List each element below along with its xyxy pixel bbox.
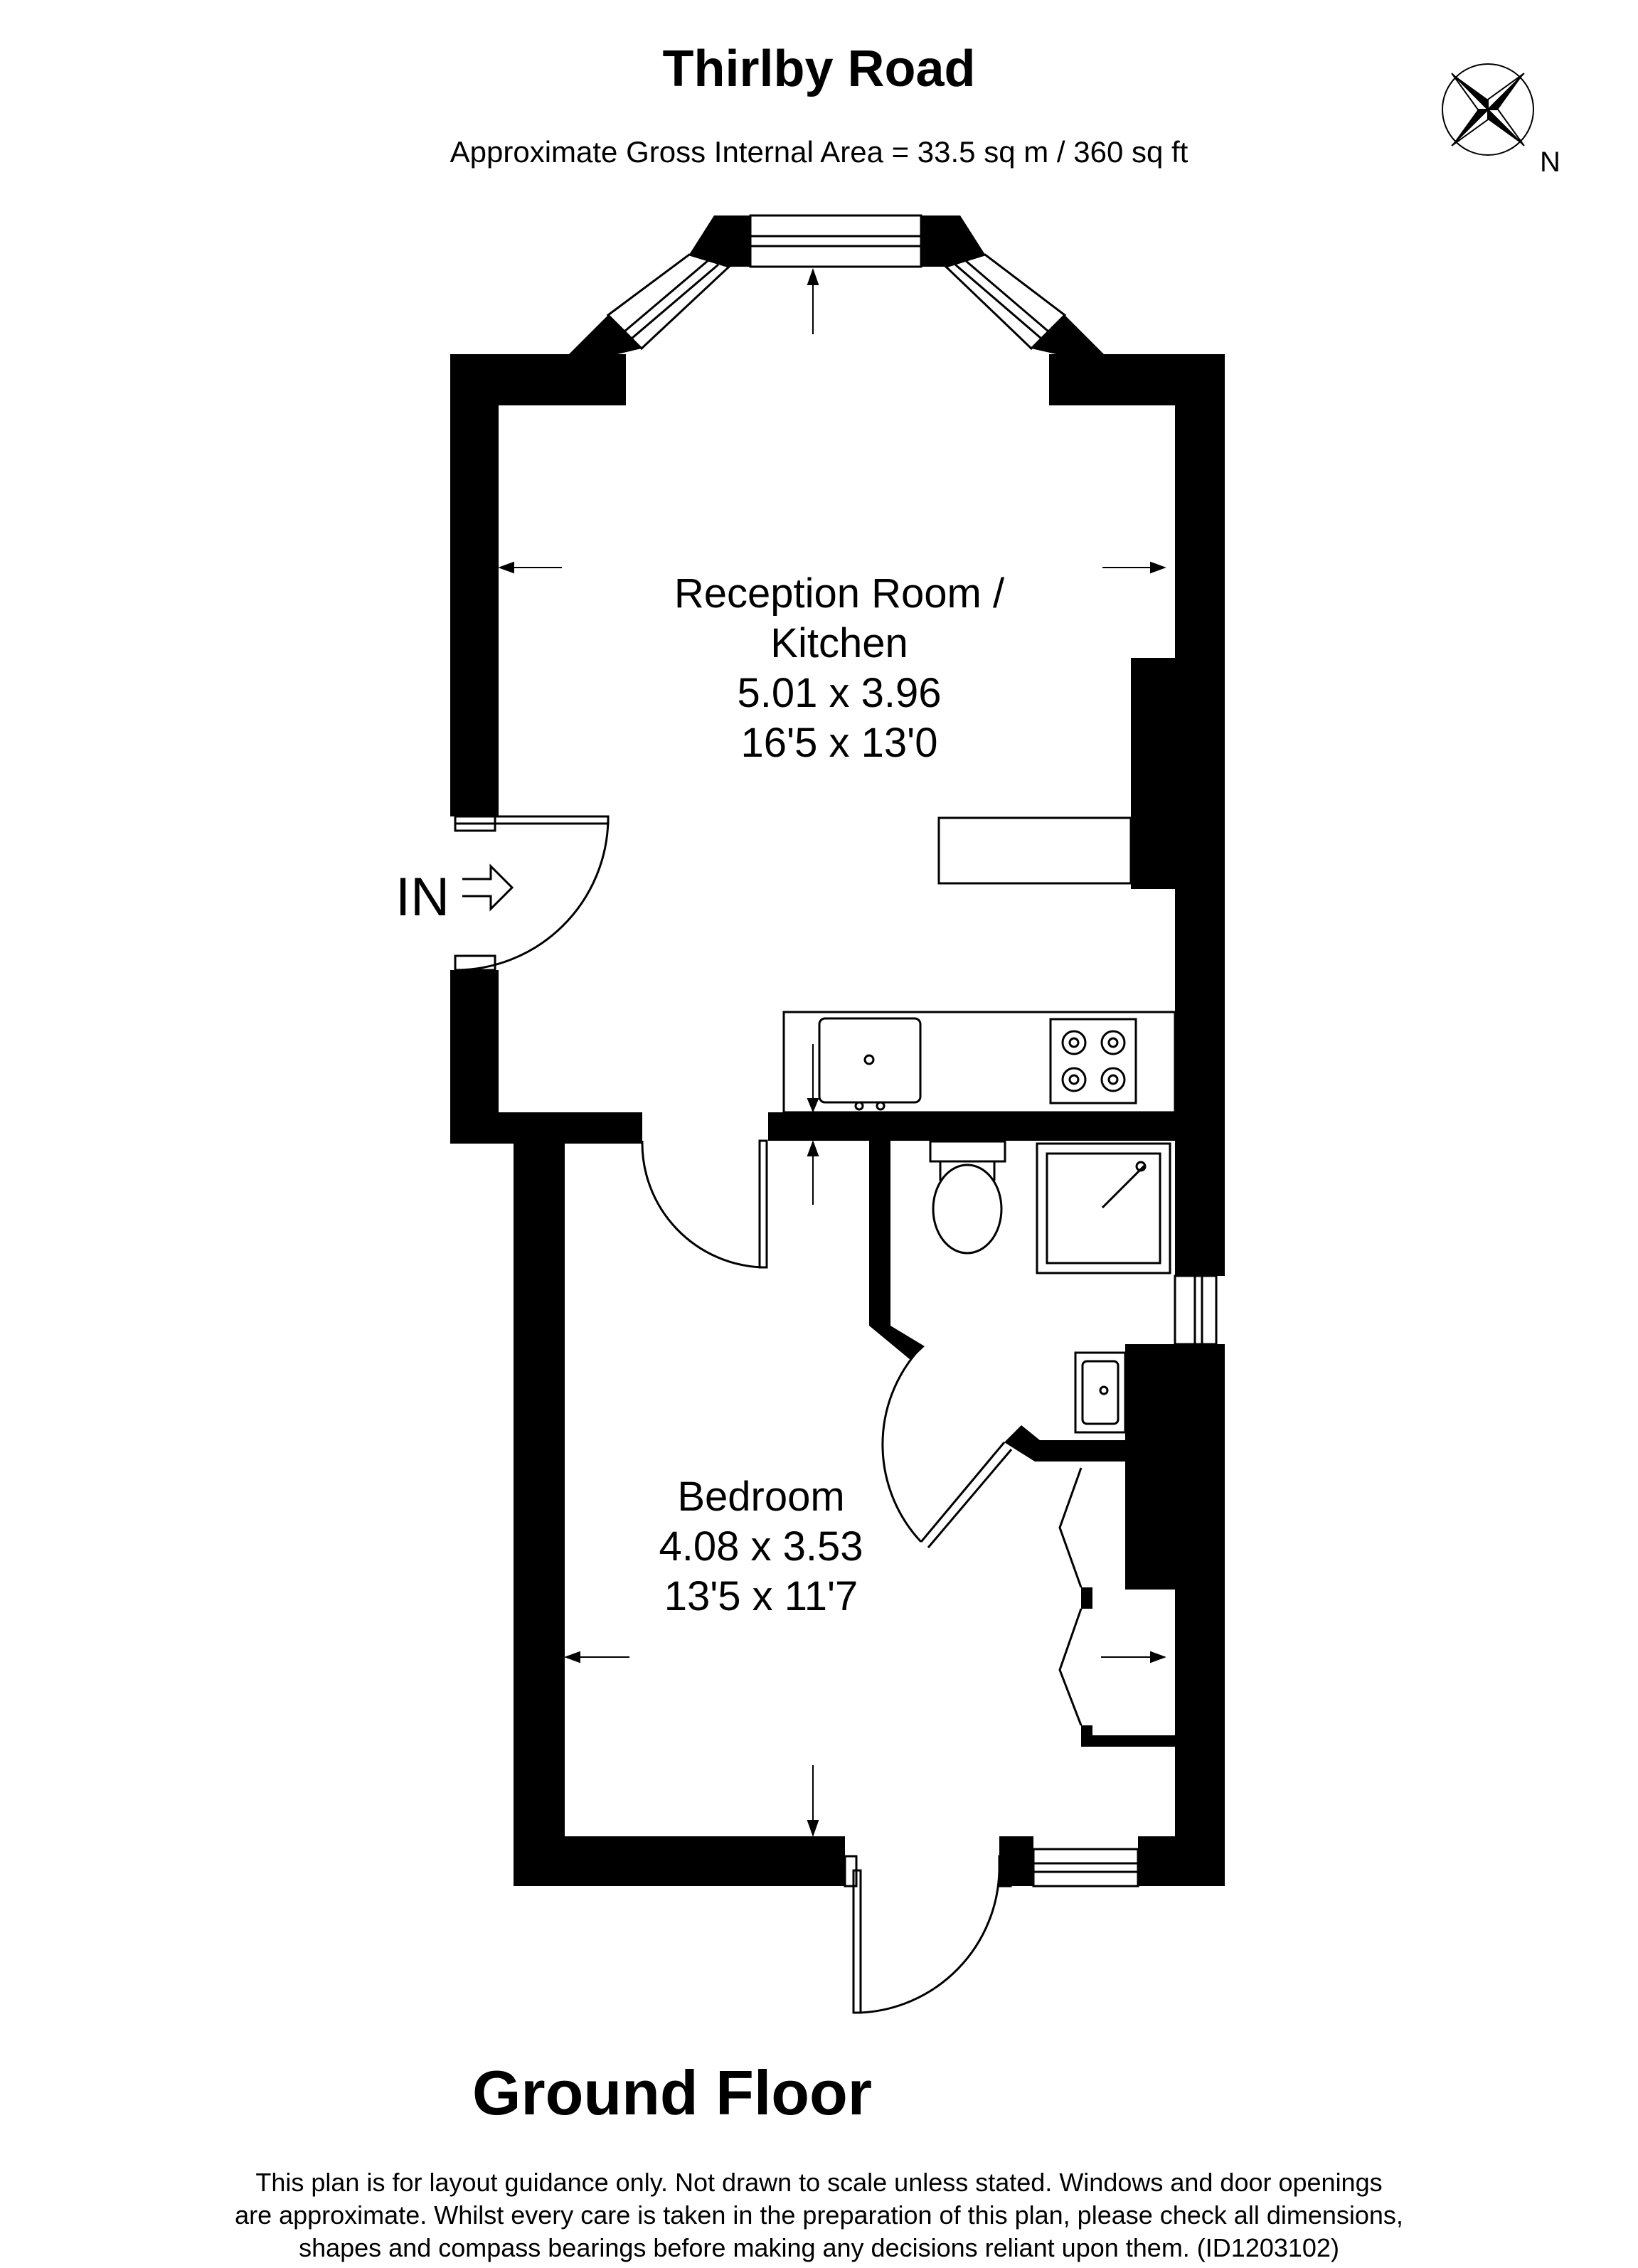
disclaimer-line: are approximate. Whilst every care is ta…	[235, 2200, 1403, 2230]
bathroom-door-leaf	[920, 1442, 1006, 1543]
compass-north-label: N	[1540, 147, 1560, 178]
entrance-label: IN	[395, 867, 450, 927]
bay-corner-upper-right	[921, 215, 985, 267]
bay-corner-right	[1031, 315, 1104, 354]
room-name-line1: Reception Room /	[674, 570, 1005, 617]
bay-corner-left	[569, 315, 642, 354]
wall-top-left	[450, 354, 626, 405]
room-metric: 5.01 x 3.96	[737, 670, 942, 716]
kitchen-unit	[937, 816, 1132, 885]
wall-bottom-right-a	[999, 1836, 1033, 1886]
wall-right-basin	[1125, 1344, 1225, 1462]
dimension-arrows	[498, 267, 1166, 1838]
front-door-leaf	[852, 1869, 862, 2014]
front-door-swing	[860, 1870, 1001, 2014]
fixtures	[782, 816, 1176, 1434]
walls	[450, 215, 1225, 1886]
room-imperial: 16'5 x 13'0	[740, 720, 938, 766]
room-metric: 4.08 x 3.53	[659, 1523, 863, 1570]
wall-bottom-right-b	[1138, 1836, 1225, 1886]
wall-left-lower	[450, 970, 499, 1112]
windows	[606, 214, 1218, 1888]
room-name-line1: Bedroom	[677, 1474, 845, 1520]
compass-icon	[1442, 63, 1534, 156]
room-imperial: 13'5 x 11'7	[664, 1573, 858, 1619]
wall-right-bathroom	[1175, 1141, 1225, 1276]
bedroom-door-leaf	[758, 1139, 768, 1269]
shower-tray	[1036, 1142, 1171, 1274]
bedroom-door-swing	[641, 1140, 764, 1269]
wall-left-upper	[450, 405, 499, 816]
disclaimer-line: This plan is for layout guidance only. N…	[255, 2168, 1383, 2197]
wall-top-right	[1049, 354, 1225, 405]
wall-bedroom-left	[514, 1141, 565, 1860]
disclaimer: This plan is for layout guidance only. N…	[0, 2166, 1638, 2264]
window-bay-right	[944, 253, 1067, 351]
bathroom-basin	[1074, 1351, 1127, 1434]
toilet-cistern	[929, 1140, 1006, 1163]
floor-name: Ground Floor	[472, 2057, 873, 2128]
disclaimer-line: shapes and compass bearings before makin…	[299, 2233, 1339, 2262]
chimney-breast	[1131, 658, 1225, 889]
window-bay-left	[606, 253, 731, 351]
kitchen-sink	[818, 1017, 922, 1104]
wall-wardrobe-base	[1081, 1735, 1175, 1747]
kitchen-hob	[1049, 1018, 1137, 1104]
gross-area: Approximate Gross Internal Area = 33.5 s…	[450, 135, 1188, 169]
room-name-line2: Kitchen	[770, 620, 908, 666]
entrance-door-swing	[454, 819, 610, 971]
window-bedroom	[1032, 1848, 1139, 1888]
entrance-arrow-icon	[462, 863, 514, 912]
wall-bathroom-partition	[869, 1141, 890, 1326]
kitchen-counter	[782, 1011, 1176, 1114]
toilet-bowl	[932, 1164, 1003, 1255]
doors	[454, 815, 1083, 2014]
wall-divide-kitchen	[768, 1112, 1225, 1141]
wall-right-wardrobe	[1125, 1462, 1225, 1590]
wall-right-bedroom	[1175, 1590, 1225, 1842]
wall-basin-angle	[1004, 1425, 1125, 1462]
bathroom-door-swing	[881, 1351, 922, 1543]
wall-bottom-left	[514, 1836, 845, 1886]
bay-corner-upper-left	[689, 215, 750, 267]
wardrobe-door-upper	[1058, 1467, 1083, 1588]
plan-title: Thirlby Road	[662, 41, 976, 97]
window-bay-top	[749, 214, 922, 268]
room-label-reception: Reception Room / Kitchen 5.01 x 3.96 16'…	[619, 569, 1060, 768]
wall-wardrobe-stub-top	[1081, 1587, 1092, 1609]
wardrobe-door-lower	[1058, 1608, 1083, 1726]
wall-left-mid	[450, 1112, 642, 1144]
room-label-bedroom: Bedroom 4.08 x 3.53 13'5 x 11'7	[597, 1472, 925, 1622]
wall-bathroom-angle	[869, 1326, 925, 1360]
